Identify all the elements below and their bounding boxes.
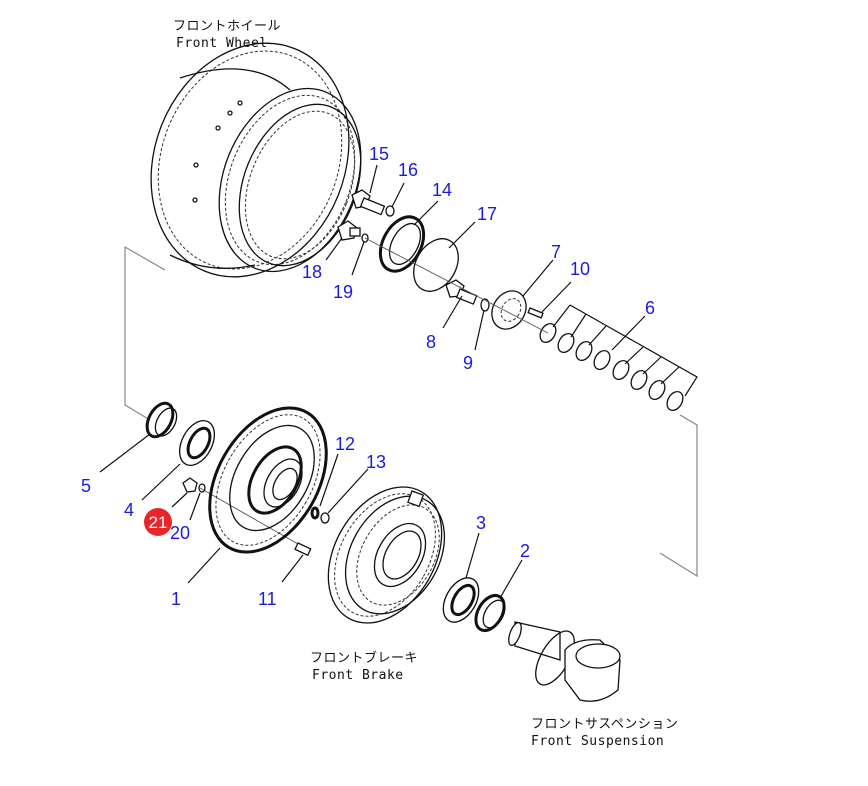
caption-front-suspension-jp: フロントサスペンション (531, 717, 678, 732)
callout-1[interactable]: 1 (171, 589, 181, 609)
callout-11[interactable]: 11 (258, 589, 277, 609)
part-6-shims (539, 304, 698, 411)
caption-front-brake-en: Front Brake (312, 668, 404, 683)
part-12-ring (310, 506, 320, 520)
part-7-plate (491, 290, 527, 330)
caption-front-wheel-jp: フロントホイール (173, 19, 281, 34)
frame-right-bracket (659, 414, 698, 578)
callout-12[interactable]: 12 (335, 434, 355, 454)
callout-4[interactable]: 4 (124, 500, 134, 520)
callout-21[interactable]: 21 (149, 513, 168, 532)
part-14-cover (378, 215, 426, 273)
frame-left-bracket (124, 245, 166, 421)
front-suspension-spindle (508, 621, 621, 702)
part-17-o-ring (413, 238, 459, 292)
part-11-stud (294, 542, 312, 557)
part-8-bolt (445, 279, 478, 305)
caption-front-wheel: フロントホイール Front Wheel (173, 19, 281, 51)
part-20-washer (198, 483, 206, 493)
part-19-ring (361, 233, 369, 243)
callout-10[interactable]: 10 (570, 259, 590, 279)
callout-16[interactable]: 16 (398, 160, 418, 180)
callouts: 1 2 3 4 5 6 7 8 9 10 11 12 13 14 15 16 1… (81, 144, 655, 609)
assembly-axis-lower (199, 487, 306, 549)
callout-8[interactable]: 8 (426, 332, 436, 352)
callout-9[interactable]: 9 (463, 353, 473, 373)
front-wheel-rim (150, 42, 362, 278)
highlight-badge[interactable] (144, 508, 172, 536)
callout-17[interactable]: 17 (477, 204, 497, 224)
caption-front-brake: フロントブレーキ Front Brake (310, 650, 418, 683)
part-15-bolt (351, 189, 386, 216)
part-4-bearing (178, 420, 216, 466)
callout-7[interactable]: 7 (551, 242, 561, 262)
callout-13[interactable]: 13 (366, 452, 386, 472)
callout-19[interactable]: 19 (333, 282, 353, 302)
caption-front-suspension-en: Front Suspension (531, 734, 664, 749)
part-9-washer (480, 298, 490, 312)
part-13-o-ring (320, 512, 330, 524)
part-1-hub (208, 406, 328, 554)
callout-18[interactable]: 18 (302, 262, 322, 282)
callout-14[interactable]: 14 (432, 180, 452, 200)
callout-2[interactable]: 2 (520, 541, 530, 561)
callout-3[interactable]: 3 (476, 513, 486, 533)
callout-21-highlight[interactable]: 21 (144, 508, 172, 536)
front-brake-assembly (327, 486, 446, 624)
callout-6[interactable]: 6 (645, 298, 655, 318)
part-3-bearing (442, 577, 480, 623)
callout-20[interactable]: 20 (170, 523, 190, 543)
part-5-seal (145, 401, 178, 439)
caption-front-suspension: フロントサスペンション Front Suspension (531, 717, 678, 749)
part-16-washer (385, 205, 395, 217)
caption-front-brake-jp: フロントブレーキ (310, 650, 418, 666)
leader-lines (99, 164, 646, 599)
callout-5[interactable]: 5 (81, 476, 91, 496)
part-2-seal (474, 593, 506, 633)
caption-front-wheel-en: Front Wheel (176, 36, 268, 51)
callout-15[interactable]: 15 (369, 144, 389, 164)
part-18-nut (337, 220, 361, 241)
part-21-nut (182, 477, 198, 493)
assembly-axis-upper (364, 237, 549, 334)
part-10-pin (527, 307, 544, 319)
